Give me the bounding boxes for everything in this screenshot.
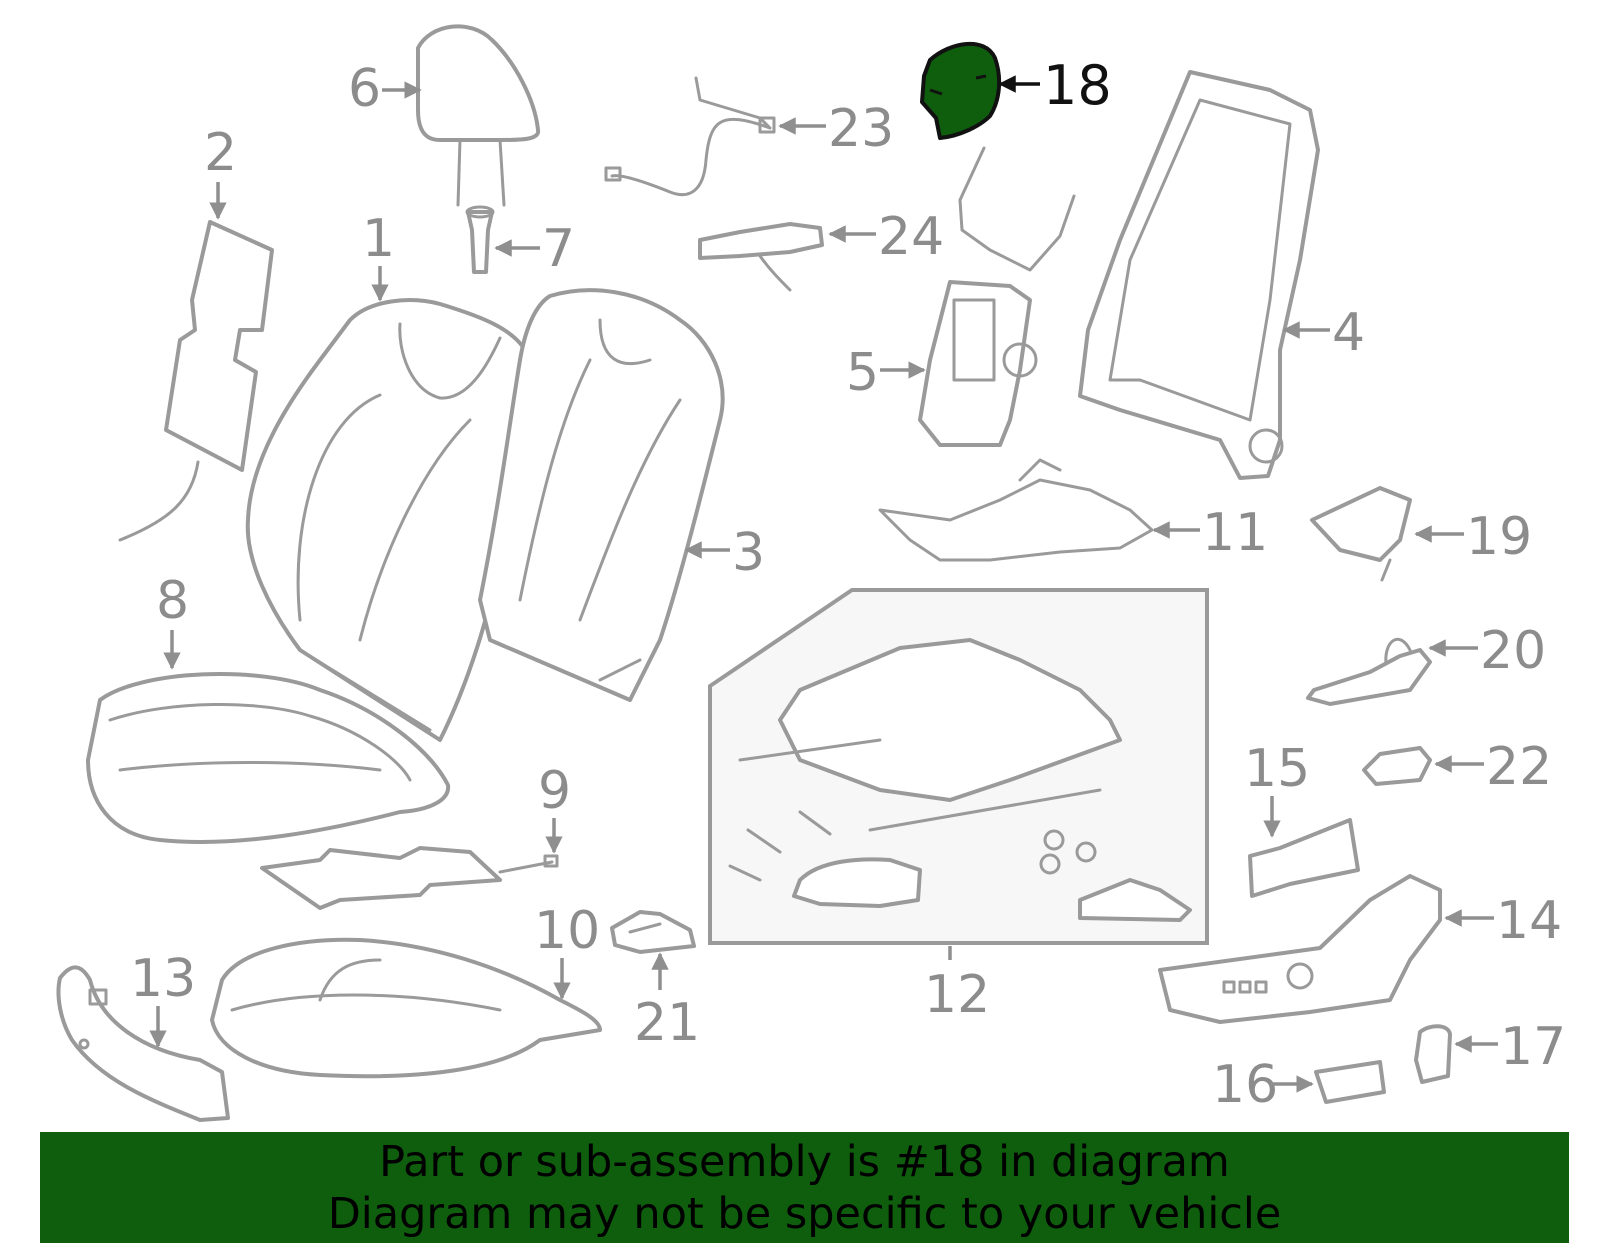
part-2-heater-back <box>118 220 274 542</box>
svg-text:5: 5 <box>846 343 879 403</box>
svg-text:8: 8 <box>156 571 189 631</box>
callout-18: 18 <box>998 54 1112 117</box>
callout-11: 11 <box>1152 503 1268 563</box>
part-13-trim <box>56 965 230 1122</box>
part-12-track-assembly-box <box>708 588 1209 945</box>
svg-text:12: 12 <box>924 965 990 1025</box>
svg-text:7: 7 <box>542 219 575 279</box>
callout-6: 6 <box>348 59 422 119</box>
callout-8: 8 <box>156 571 189 670</box>
callout-2: 2 <box>204 123 237 220</box>
notice-banner: Part or sub-assembly is #18 in diagram D… <box>40 1132 1569 1243</box>
part-5-lumbar <box>918 146 1076 447</box>
callout-7: 7 <box>494 219 575 279</box>
callout-4: 4 <box>1282 303 1365 363</box>
part-4-back-frame <box>1078 70 1320 480</box>
svg-text:21: 21 <box>634 993 700 1053</box>
callout-23: 23 <box>778 99 894 159</box>
callout-21: 21 <box>634 952 700 1053</box>
svg-text:13: 13 <box>130 949 196 1009</box>
part-16-knob <box>1314 1060 1386 1104</box>
part-21-bracket <box>610 910 696 954</box>
callout-24: 24 <box>828 207 944 267</box>
callout-3: 3 <box>684 523 765 583</box>
part-14-side-shield <box>1158 874 1442 1024</box>
svg-text:15: 15 <box>1244 739 1310 799</box>
part-23-harness <box>604 76 776 197</box>
callout-10: 10 <box>534 901 600 1000</box>
svg-text:11: 11 <box>1202 503 1268 563</box>
svg-text:10: 10 <box>534 901 600 961</box>
svg-text:3: 3 <box>732 523 765 583</box>
part-3-back-panel <box>478 288 725 702</box>
callout-9: 9 <box>538 761 571 854</box>
part-15-bracket <box>1248 818 1360 898</box>
svg-text:23: 23 <box>828 99 894 159</box>
callout-15: 15 <box>1244 739 1310 838</box>
part-8-cushion-cover <box>86 671 451 844</box>
callout-20: 20 <box>1428 621 1546 681</box>
part-17-knob <box>1414 1024 1452 1084</box>
svg-text:18: 18 <box>1043 54 1112 117</box>
svg-text:9: 9 <box>538 761 571 821</box>
part-6-headrest <box>416 24 541 207</box>
callout-19: 19 <box>1414 507 1532 567</box>
svg-text:6: 6 <box>348 59 381 119</box>
part-1-seatback-cover <box>245 298 535 742</box>
part-19-cover <box>1310 486 1412 582</box>
part-18-highlighted <box>920 42 1002 140</box>
callout-14: 14 <box>1444 891 1562 951</box>
svg-text:19: 19 <box>1466 507 1532 567</box>
callout-22: 22 <box>1434 737 1552 797</box>
callout-17: 17 <box>1454 1017 1566 1077</box>
svg-text:20: 20 <box>1480 621 1546 681</box>
part-10-cushion-pad <box>210 937 602 1079</box>
callout-5: 5 <box>846 343 926 403</box>
callout-16: 16 <box>1212 1055 1314 1115</box>
part-7-guide <box>465 205 495 274</box>
banner-line-1: Part or sub-assembly is #18 in diagram <box>379 1136 1230 1187</box>
svg-text:14: 14 <box>1496 891 1562 951</box>
part-22-knob <box>1362 746 1432 786</box>
svg-text:1: 1 <box>362 209 395 269</box>
svg-text:16: 16 <box>1212 1055 1278 1115</box>
svg-text:22: 22 <box>1486 737 1552 797</box>
svg-text:2: 2 <box>204 123 237 183</box>
callout-13: 13 <box>130 949 196 1048</box>
part-9-heater-seat <box>260 846 559 910</box>
svg-text:24: 24 <box>878 207 944 267</box>
banner-line-2: Diagram may not be specific to your vehi… <box>327 1188 1282 1239</box>
svg-text:4: 4 <box>1332 303 1365 363</box>
part-11-lumbar-wire <box>878 458 1154 562</box>
part-24-harness <box>698 222 824 292</box>
callout-1: 1 <box>362 209 395 302</box>
part-20-bracket <box>1306 637 1432 706</box>
svg-text:17: 17 <box>1500 1017 1566 1077</box>
callout-12: 12 <box>924 946 990 1025</box>
